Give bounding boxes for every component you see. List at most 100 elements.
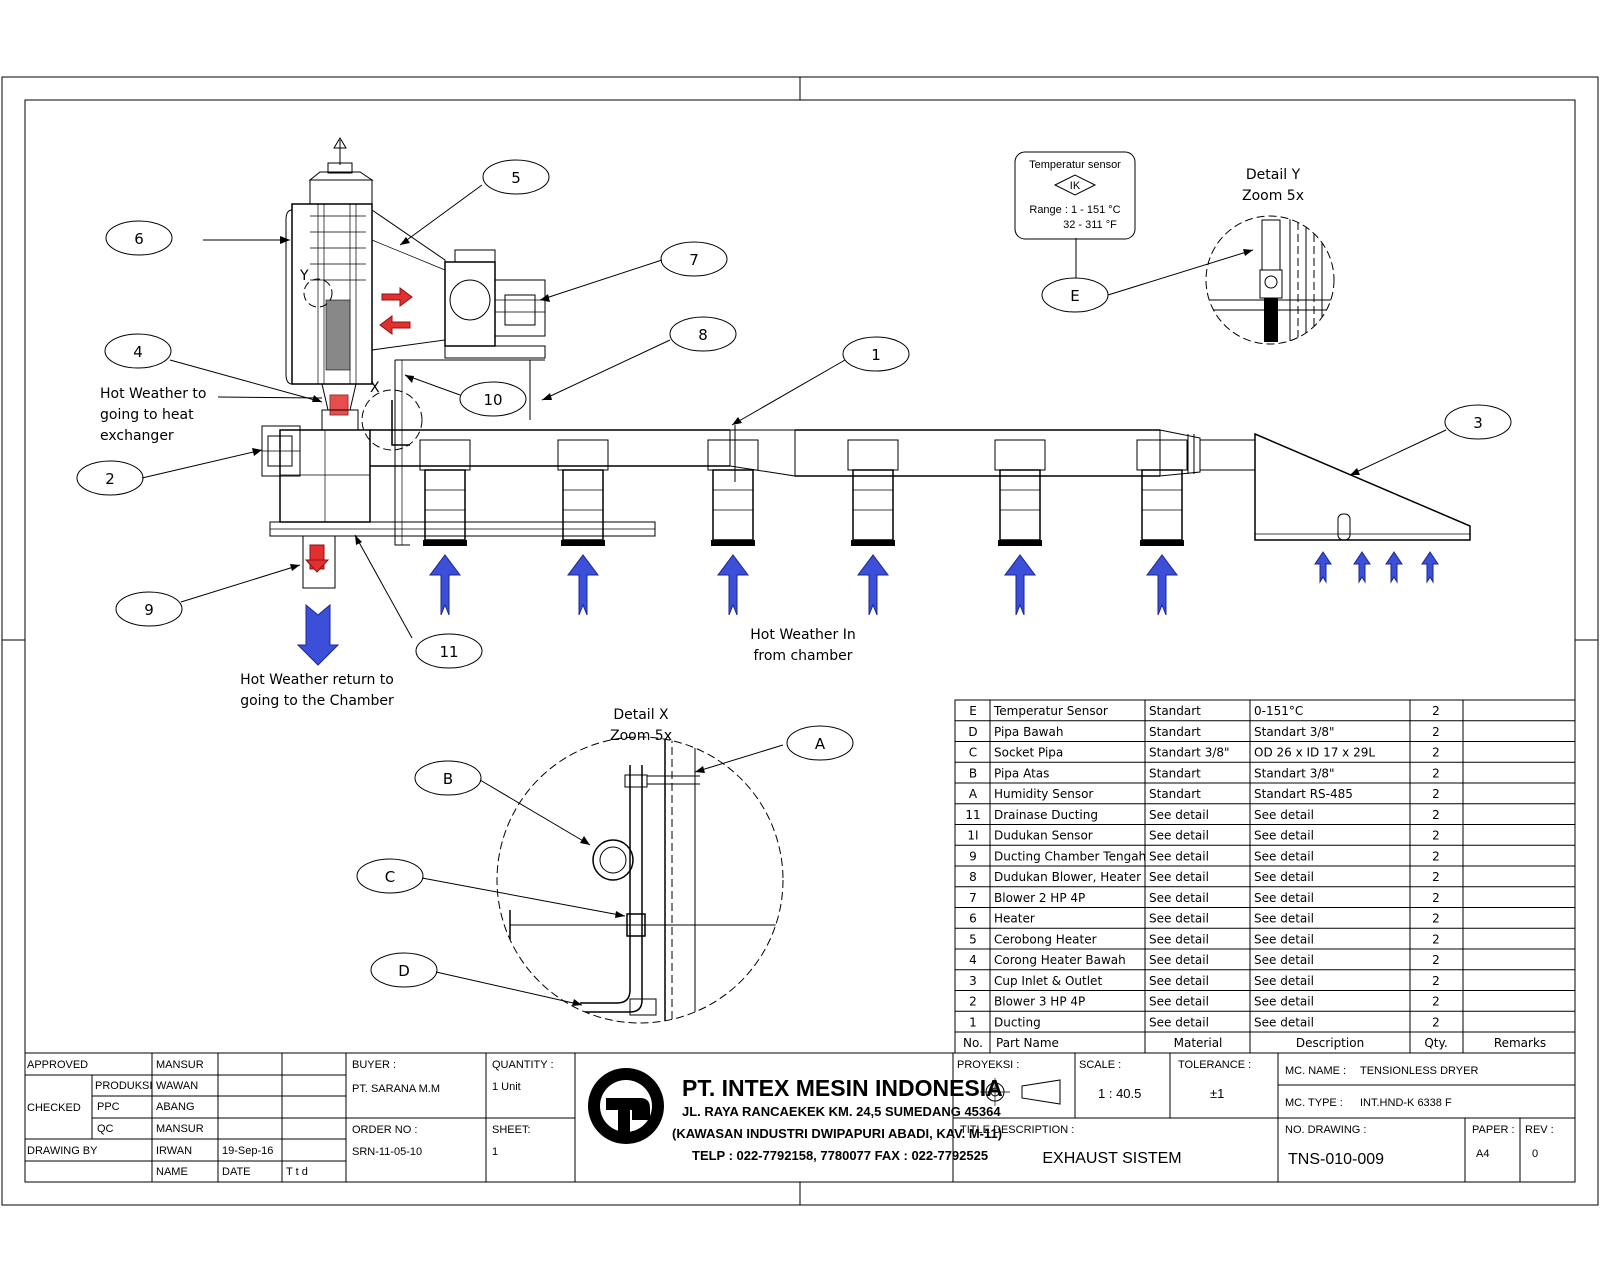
parts-table-cell: See detail xyxy=(1254,1015,1314,1029)
balloon-3: 3 xyxy=(1444,404,1512,440)
note-hot-in-2: from chamber xyxy=(753,648,852,664)
balloon-e: E xyxy=(1041,277,1109,313)
checked-label: CHECKED xyxy=(27,1102,81,1114)
parts-table-cell: OD 26 x ID 17 x 29L xyxy=(1254,746,1375,760)
parts-table-cell: Standart xyxy=(1149,704,1201,718)
svg-text:11: 11 xyxy=(439,643,458,661)
sensor-title: Temperatur sensor xyxy=(1029,159,1121,171)
parts-table-cell: Dudukan Sensor xyxy=(994,829,1093,843)
rev-value: 0 xyxy=(1532,1148,1538,1160)
parts-table-cell: 8 xyxy=(969,870,977,884)
rev-label: REV : xyxy=(1525,1124,1554,1136)
drawing-by-name: IRWAN xyxy=(156,1145,192,1157)
parts-table-cell: See detail xyxy=(1254,849,1314,863)
parts-table-cell: 2 xyxy=(1432,849,1440,863)
balloon-1: 1 xyxy=(842,336,910,372)
svg-text:3: 3 xyxy=(1473,414,1483,432)
detail-x-zoom: Zoom 5x xyxy=(610,728,672,744)
return-arrow xyxy=(296,603,340,666)
order-label: ORDER NO : xyxy=(352,1124,417,1136)
note-hot-to-hx-1: Hot Weather to xyxy=(100,386,206,402)
parts-table-cell: See detail xyxy=(1254,870,1314,884)
drawing-date: 19-Sep-16 xyxy=(222,1145,273,1157)
svg-text:10: 10 xyxy=(483,391,502,409)
parts-table-cell: Humidity Sensor xyxy=(994,787,1093,801)
parts-table-cell: 2 xyxy=(1432,704,1440,718)
parts-table-cell: 2 xyxy=(1432,1015,1440,1029)
buyer-value: PT. SARANA M.M xyxy=(352,1083,440,1095)
scale-value: 1 : 40.5 xyxy=(1098,1086,1141,1101)
inlet-drops xyxy=(419,439,1188,546)
parts-table-cell: C xyxy=(969,746,977,760)
leader-lines xyxy=(141,184,1447,1006)
parts-table-cell: 2 xyxy=(1432,912,1440,926)
parts-table-cell: See detail xyxy=(1254,912,1314,926)
mc-name-value: TENSIONLESS DRYER xyxy=(1360,1065,1478,1077)
parts-table-cell: 7 xyxy=(969,891,977,905)
parts-table-cell: 2 xyxy=(969,995,977,1009)
svg-text:E: E xyxy=(1070,287,1079,305)
parts-table-cell: See detail xyxy=(1254,995,1314,1009)
parts-table-cell: Standart xyxy=(1149,766,1201,780)
parts-table-cell: 2 xyxy=(1432,787,1440,801)
svg-text:4: 4 xyxy=(133,343,143,361)
note-hot-to-hx-2: going to heat xyxy=(100,407,194,423)
parts-table-cell: E xyxy=(969,704,977,718)
parts-table-cell: 2 xyxy=(1432,953,1440,967)
parts-table-cell: Standart xyxy=(1149,725,1201,739)
parts-table-cell: Standart RS-485 xyxy=(1254,787,1353,801)
parts-table-header: Remarks xyxy=(1494,1036,1546,1050)
no-drawing-value: TNS-010-009 xyxy=(1288,1151,1384,1168)
balloon-7: 7 xyxy=(660,241,728,277)
parts-table-cell: See detail xyxy=(1149,1015,1209,1029)
parts-table-cell: See detail xyxy=(1254,829,1314,843)
parts-table-cell: 2 xyxy=(1432,974,1440,988)
parts-table-cell: 5 xyxy=(969,932,977,946)
parts-table-cell: Standart xyxy=(1149,787,1201,801)
parts-table-cell: See detail xyxy=(1254,808,1314,822)
parts-table-cell: 4 xyxy=(969,953,977,967)
title-desc-value: EXHAUST SISTEM xyxy=(1042,1150,1181,1167)
parts-table-header: No. xyxy=(963,1036,983,1050)
company-address-3: TELP : 022-7792158, 7780077 FAX : 022-77… xyxy=(692,1148,988,1163)
svg-text:5: 5 xyxy=(511,169,521,187)
parts-table-cell: 3 xyxy=(969,974,977,988)
svg-text:7: 7 xyxy=(689,251,699,269)
order-value: SRN-11-05-10 xyxy=(352,1146,422,1158)
col-date: DATE xyxy=(222,1166,251,1178)
flow-annotations: Hot Weather to going to heat exchanger H… xyxy=(100,167,1304,744)
mc-type-value: INT.HND-K 6338 F xyxy=(1360,1097,1452,1109)
detail-y-zoom: Zoom 5x xyxy=(1242,188,1304,204)
balloon-2: 2 xyxy=(76,460,144,496)
approved-label: APPROVED xyxy=(27,1059,88,1071)
qc-label: QC xyxy=(97,1123,114,1135)
approved-name: MANSUR xyxy=(156,1059,204,1071)
detail-y-title: Detail Y xyxy=(1246,167,1301,183)
flow-arrow-right xyxy=(381,287,413,307)
svg-text:2: 2 xyxy=(105,470,115,488)
parts-table-cell: 1I xyxy=(967,829,978,843)
parts-table-cell: 2 xyxy=(1432,870,1440,884)
parts-table-cell: See detail xyxy=(1149,870,1209,884)
view-marker-y: Y xyxy=(299,268,309,284)
balloon-d: D xyxy=(370,952,438,988)
parts-table-header: Qty. xyxy=(1424,1036,1447,1050)
inlet-arrows xyxy=(296,551,1439,666)
balloon-8: 8 xyxy=(669,316,737,352)
produksi-name: WAWAN xyxy=(156,1080,198,1092)
parts-table-cell: See detail xyxy=(1254,974,1314,988)
balloon-11: 11 xyxy=(415,633,483,669)
sheet-value: 1 xyxy=(492,1146,498,1158)
parts-table-cell: Temperatur Sensor xyxy=(993,704,1108,718)
sensor-range-c: Range : 1 - 151 °C xyxy=(1029,204,1120,216)
svg-text:6: 6 xyxy=(134,230,144,248)
parts-table-cell: 2 xyxy=(1432,808,1440,822)
balloon-9: 9 xyxy=(115,591,183,627)
parts-table-cell: Blower 2 HP 4P xyxy=(994,891,1085,905)
balloon-4: 4 xyxy=(104,333,172,369)
paper-label: PAPER : xyxy=(1472,1124,1515,1136)
parts-table-cell: Heater xyxy=(994,912,1035,926)
exhaust-assembly: Y X xyxy=(261,137,1471,666)
